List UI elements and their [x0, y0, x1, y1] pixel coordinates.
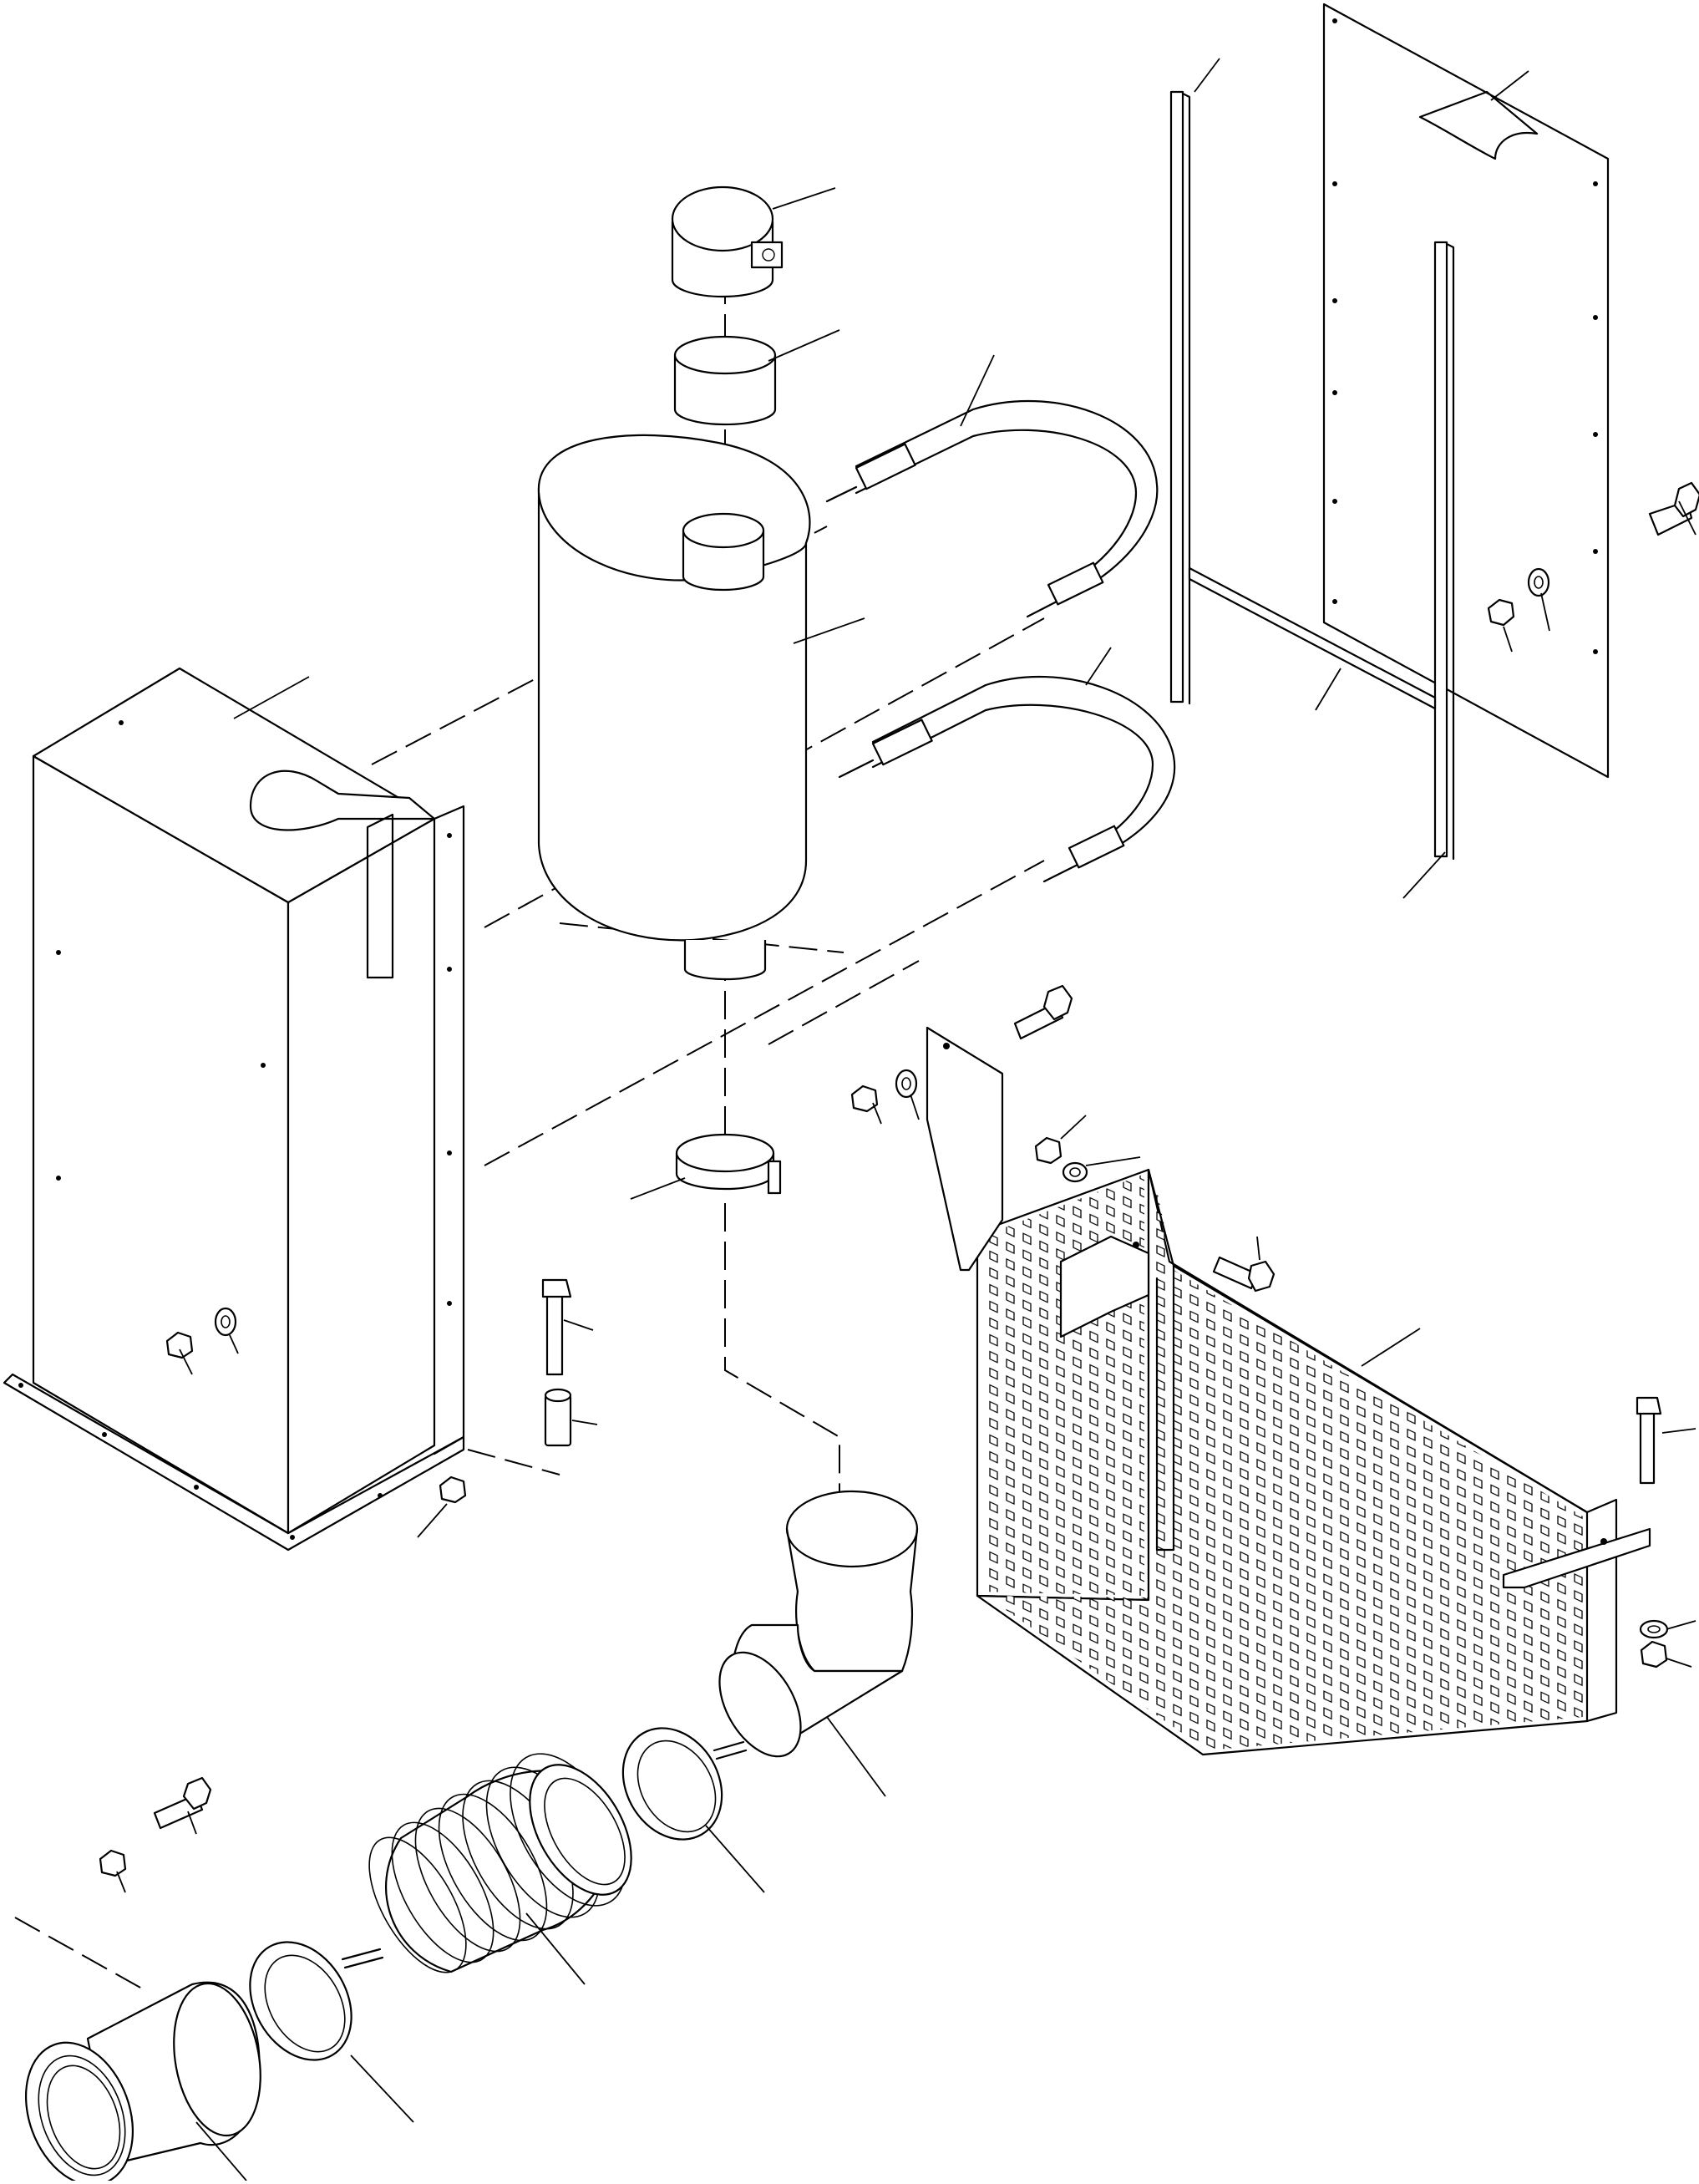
cap-adapter-sleeve — [673, 335, 777, 426]
elbow-reducer — [718, 1490, 919, 1758]
cross-channel — [1188, 566, 1437, 710]
flexible-bellows — [368, 1753, 632, 1973]
shield-bracket-left — [926, 1026, 1004, 1272]
u-bolt-strap-upper — [825, 399, 1159, 618]
rain-cap — [671, 185, 784, 298]
shield-bracket-right — [1059, 1235, 1651, 1589]
flanged-outlet-tube — [24, 1981, 261, 2184]
hex-nut — [99, 598, 1668, 1877]
enclosure-box — [3, 667, 465, 1552]
hose-clamp-upper — [621, 1727, 748, 1841]
muffler — [537, 434, 811, 981]
u-bolt-strap-lower — [838, 675, 1176, 883]
flat-washer — [214, 567, 1669, 1639]
outlet-clamp — [675, 1133, 782, 1195]
hose-clamp-lower — [249, 1941, 384, 2061]
leader-lines — [116, 58, 1696, 2181]
hex-bolt — [153, 481, 1699, 1830]
vertical-channel-left — [1169, 90, 1191, 705]
spacer — [544, 1388, 572, 1447]
